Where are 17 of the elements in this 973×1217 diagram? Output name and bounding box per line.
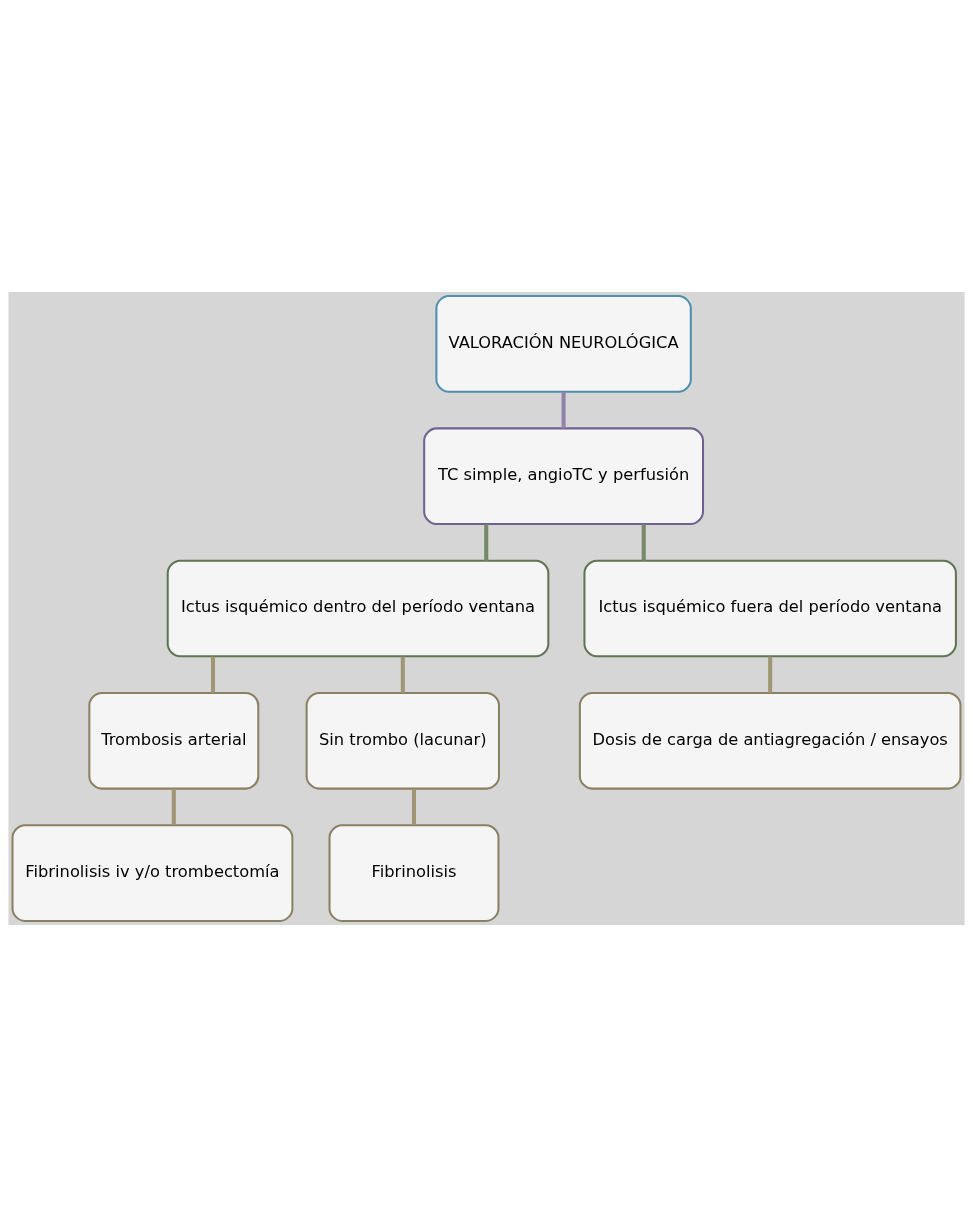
node-box: Ictus isquémico fuera del período ventana [583,559,957,658]
node-box: Fibrinolisis iv y/o trombectomía [11,824,294,922]
connector [641,524,646,561]
connector [171,788,176,826]
node-box: Dosis de carga de antiagregación / ensayos [578,691,962,790]
node-box: Trombosis arterial [88,691,260,790]
node-box: TC simple, angioTC y perfusión [423,427,705,526]
connector [561,392,566,429]
connector [768,656,773,693]
connector [400,656,405,693]
node-box: Sin trombo (lacunar) [305,691,500,790]
connector [210,656,216,693]
node-box: Fibrinolisis [328,824,500,922]
node-box: VALORACIÓN NEUROLÓGICA [435,295,692,393]
connector [411,788,417,826]
node-box: Ictus isquémico dentro del período ventana [166,559,550,658]
connector [484,524,489,561]
